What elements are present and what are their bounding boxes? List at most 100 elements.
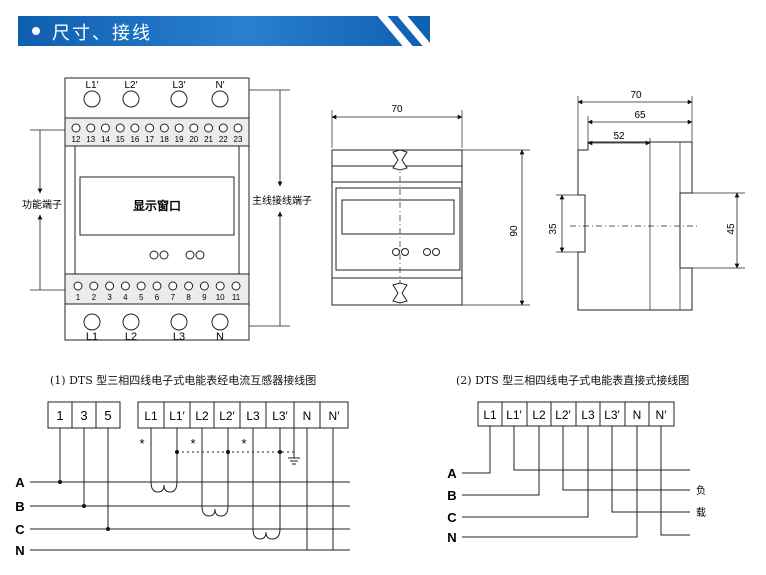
terminal-label: L2: [195, 409, 209, 423]
middle-view: [331, 110, 530, 306]
main-terminal-dimension: [249, 89, 290, 327]
terminal-hole: [159, 123, 169, 133]
terminal-number: 21: [204, 135, 213, 144]
terminal-number: 14: [101, 135, 110, 144]
phase-label: N: [447, 530, 456, 545]
terminal-hole: [152, 281, 162, 291]
bottom-terminal-label: L2: [125, 331, 137, 343]
terminal-number: 23: [234, 135, 243, 144]
terminal-label: L3: [581, 408, 595, 422]
top-terminal-label: L2′: [125, 80, 138, 91]
polarity-mark: *: [139, 436, 144, 451]
function-terminal-dimension: [30, 129, 65, 291]
aux-terminal-label: 1: [56, 408, 63, 423]
terminal-number: 20: [189, 135, 198, 144]
terminal-label: N′: [656, 408, 668, 422]
terminal-hole: [233, 123, 243, 133]
terminal-number: 10: [216, 293, 225, 302]
terminal-label: N: [633, 408, 642, 422]
terminal-label: N′: [329, 409, 341, 423]
terminal-hole: [218, 123, 228, 133]
main-terminal-label: 主线接线端子: [252, 194, 312, 207]
terminal-hole: [184, 281, 194, 291]
terminal-number: 6: [155, 293, 160, 302]
depth-52-label: 52: [613, 131, 625, 142]
terminal-hole: [231, 281, 241, 291]
top-terminal-label: L3′: [173, 80, 186, 91]
terminal-number: 17: [145, 135, 154, 144]
terminal-number: 4: [123, 293, 128, 302]
load-label: 载: [696, 507, 706, 519]
terminal-label: L1′: [506, 408, 522, 422]
terminal-hole: [189, 123, 199, 133]
terminal-number: 2: [92, 293, 97, 302]
bullet-icon: [32, 27, 40, 35]
terminal-hole: [86, 123, 96, 133]
terminal-number: 22: [219, 135, 228, 144]
terminal-label: L2′: [555, 408, 571, 422]
diagram1-caption: (1) DTS 型三相四线电子式电能表经电流互感器接线图: [50, 374, 317, 387]
section-title: 尺寸、接线: [52, 23, 152, 44]
terminal-number: 11: [232, 293, 241, 302]
terminal-hole: [215, 281, 225, 291]
aux-terminal-label: 5: [104, 408, 111, 423]
section-header: 尺寸、接线: [18, 16, 433, 46]
terminal-number: 9: [202, 293, 207, 302]
top-terminal-label: L1′: [86, 80, 99, 91]
terminal-hole: [105, 281, 115, 291]
diagram1-junctions: [58, 450, 282, 531]
terminal-number: 13: [86, 135, 95, 144]
phase-label: A: [15, 475, 25, 490]
terminal-number: 12: [72, 135, 81, 144]
diagram2-wiring: [462, 401, 690, 538]
display-window-label: 显示窗口: [133, 198, 181, 213]
height-45-label: 45: [726, 223, 737, 235]
terminal-number: 18: [160, 135, 169, 144]
terminal-number: 19: [175, 135, 184, 144]
terminal-hole: [100, 123, 110, 133]
phase-label: C: [15, 522, 25, 537]
aux-terminal-label: 3: [80, 408, 87, 423]
terminal-hole: [168, 281, 178, 291]
terminal-hole: [71, 123, 81, 133]
phase-label: B: [447, 488, 456, 503]
terminal-hole: [120, 281, 130, 291]
polarity-mark: *: [241, 436, 246, 451]
load-label: 负: [696, 484, 706, 497]
depth-65-label: 65: [634, 110, 646, 121]
terminal-number: 5: [139, 293, 144, 302]
terminal-label: L3: [246, 409, 260, 423]
depth-70-label: 70: [630, 90, 642, 101]
terminal-number: 15: [116, 135, 125, 144]
terminal-label: L3′: [272, 409, 288, 423]
phase-label: A: [447, 466, 457, 481]
phase-label: B: [15, 499, 24, 514]
top-terminal-label: N′: [215, 80, 224, 91]
terminal-label: L1′: [169, 409, 185, 423]
terminal-label: L1: [483, 408, 497, 422]
terminal-number: 8: [186, 293, 191, 302]
diagram2-caption: (2) DTS 型三相四线电子式电能表直接式接线图: [456, 374, 690, 387]
width-dimension-label: 70: [391, 104, 403, 115]
terminal-hole: [204, 123, 214, 133]
polarity-mark: *: [190, 436, 195, 451]
terminal-number: 3: [107, 293, 112, 302]
terminal-label: L2: [532, 408, 546, 422]
rail-35-label: 35: [548, 223, 559, 235]
terminal-label: L3′: [604, 408, 620, 422]
terminal-hole: [130, 123, 140, 133]
terminal-hole: [174, 123, 184, 133]
terminal-number: 1: [76, 293, 81, 302]
bottom-terminal-label: L1: [86, 331, 98, 343]
terminal-label: N: [303, 409, 312, 423]
side-view: [556, 96, 745, 311]
bottom-terminal-label: N: [216, 331, 224, 343]
diagram1-wiring: [30, 401, 350, 551]
terminal-hole: [136, 281, 146, 291]
phase-label: C: [447, 510, 457, 525]
terminal-label: L2′: [219, 409, 235, 423]
terminal-hole: [73, 281, 83, 291]
